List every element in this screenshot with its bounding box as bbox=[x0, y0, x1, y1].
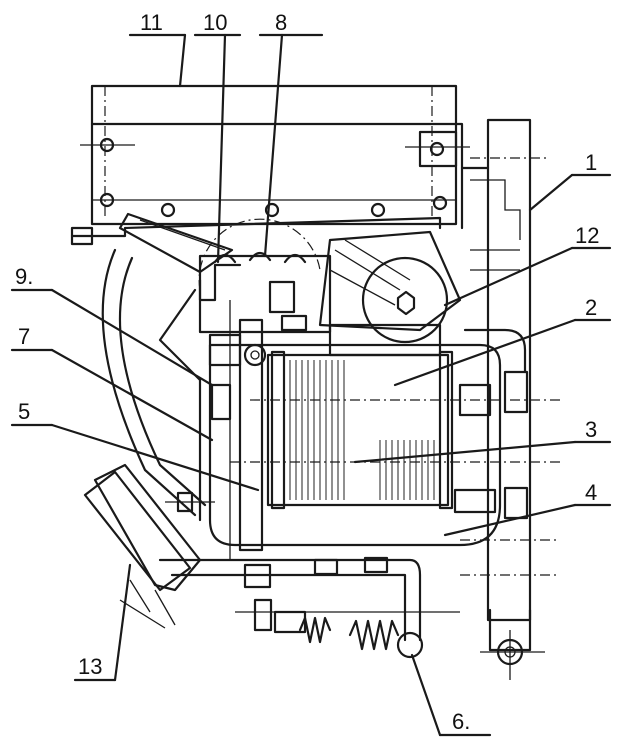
label-11: 11 bbox=[140, 10, 163, 35]
label-12: 12 bbox=[575, 223, 599, 248]
top-housing bbox=[80, 84, 470, 226]
coil-winding bbox=[289, 360, 435, 500]
spring-6 bbox=[253, 598, 400, 651]
label-10: 10 bbox=[203, 10, 227, 35]
label-1: 1 bbox=[585, 150, 597, 175]
part-labels: 11 10 8 1 12 9. 2 7 5 3 4 13 6. bbox=[15, 10, 599, 734]
label-8: 8 bbox=[275, 10, 287, 35]
base-plate bbox=[158, 556, 460, 659]
right-bracket bbox=[418, 118, 548, 622]
leader-lines bbox=[10, 33, 612, 737]
armature bbox=[198, 263, 264, 560]
clamp-13 bbox=[83, 463, 202, 629]
label-7: 7 bbox=[18, 324, 30, 349]
terminal bbox=[460, 539, 560, 680]
label-13: 13 bbox=[78, 654, 102, 679]
label-5: 5 bbox=[18, 399, 30, 424]
label-3: 3 bbox=[585, 417, 597, 442]
arc-chute bbox=[318, 230, 462, 357]
label-2: 2 bbox=[585, 295, 597, 320]
label-6: 6. bbox=[452, 709, 470, 734]
label-4: 4 bbox=[585, 480, 597, 505]
left-wire bbox=[101, 248, 215, 522]
label-9: 9. bbox=[15, 264, 33, 289]
